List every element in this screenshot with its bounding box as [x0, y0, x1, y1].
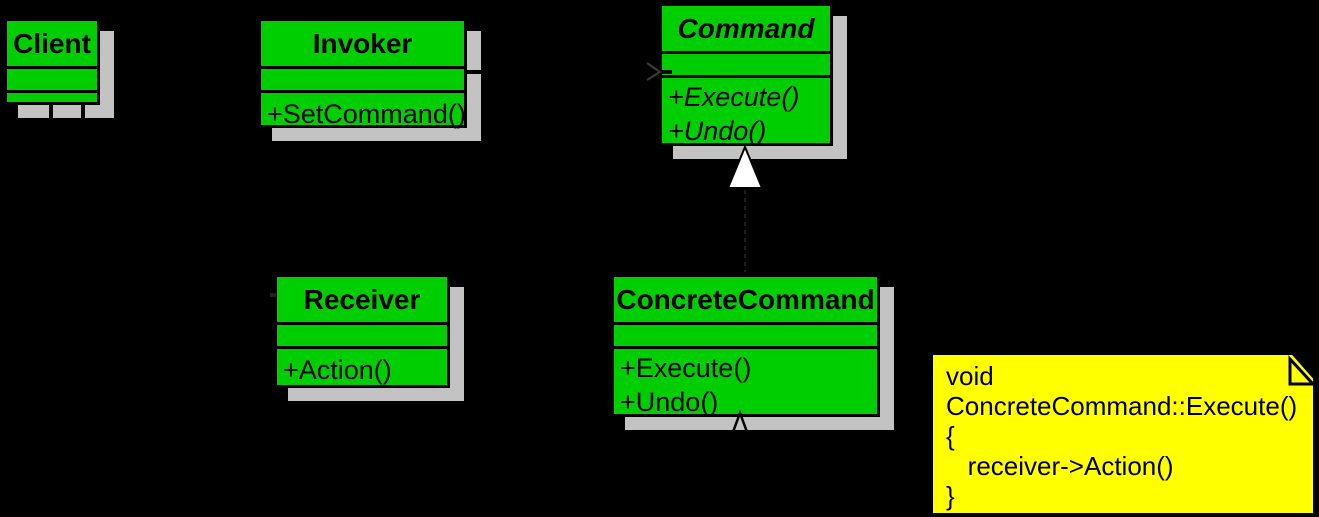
uml-note: void ConcreteCommand::Execute() { receiv… — [930, 352, 1316, 516]
note-code-line: { — [946, 421, 955, 451]
class-methods-compartment: +Action() — [277, 346, 447, 387]
method-label: +Execute() — [620, 353, 752, 383]
class-attributes-compartment — [614, 322, 877, 346]
association-line-segment — [81, 105, 85, 119]
method-label: +Execute() — [668, 82, 800, 112]
class-methods-compartment: +Execute() +Undo() — [662, 75, 830, 148]
method-label: +Undo() — [668, 116, 767, 146]
class-methods-compartment: +Execute() +Undo() — [614, 346, 877, 419]
class-title: Receiver — [303, 283, 421, 315]
class-box-command: Command +Execute() +Undo() — [659, 3, 833, 146]
method-label: +SetCommand() — [267, 99, 466, 129]
class-title: Command — [677, 12, 815, 44]
class-attributes-compartment — [277, 322, 447, 346]
class-title: Client — [13, 27, 91, 59]
method-label: +Undo() — [620, 387, 719, 417]
generalization-triangle-icon — [726, 144, 764, 189]
note-code-line: receiver->Action() — [946, 451, 1174, 481]
class-title: ConcreteCommand — [616, 283, 875, 315]
class-methods-compartment — [7, 90, 97, 102]
class-box-receiver: Receiver +Action() — [274, 274, 450, 388]
class-title: Invoker — [312, 27, 413, 59]
note-code-line: } — [946, 481, 955, 511]
class-methods-compartment: +SetCommand() — [261, 90, 466, 131]
method-label: +Action() — [283, 355, 392, 385]
association-line-segment — [49, 105, 53, 119]
class-attributes-compartment — [662, 51, 830, 75]
note-code-line: void — [946, 361, 994, 391]
class-attributes-compartment — [7, 66, 97, 90]
class-box-client: Client — [4, 18, 100, 105]
association-line-segment — [466, 70, 484, 74]
note-code-line: ConcreteCommand::Execute() — [946, 391, 1298, 421]
class-box-invoker: Invoker +SetCommand() — [258, 18, 467, 131]
class-box-concrete-command: ConcreteCommand +Execute() +Undo() — [611, 274, 880, 417]
class-attributes-compartment — [261, 66, 464, 90]
